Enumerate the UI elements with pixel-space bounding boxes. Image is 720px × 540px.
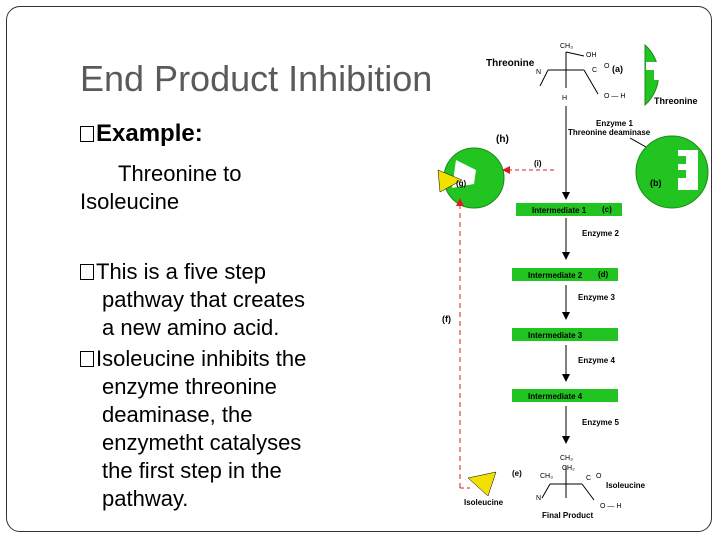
final-product-label: Final Product (542, 511, 593, 520)
bullet-inhibits: Isoleucine inhibits the enzyme threonine… (80, 345, 370, 513)
label-d: (d) (598, 270, 609, 279)
threonine-enzyme-label: Threonine (654, 96, 698, 106)
intermediate4-box (512, 389, 618, 402)
label-h: (h) (496, 134, 509, 145)
bullet3-line-4: enzymetht catalyses (102, 430, 302, 455)
svg-text:O: O (596, 473, 602, 480)
bullet-box-icon (80, 126, 94, 142)
svg-text:OH: OH (586, 52, 597, 59)
label-e: (e) (512, 469, 522, 478)
enzyme4-label: Enzyme 4 (578, 356, 615, 365)
label-b: (b) (650, 178, 662, 188)
bullet-five-step: This is a five step pathway that creates… (80, 258, 370, 342)
svg-text:N: N (536, 69, 541, 76)
isoleucine-structure (541, 466, 595, 501)
slide-title: End Product Inhibition (80, 58, 433, 99)
bullet-example: Example: (80, 120, 203, 148)
svg-text:C: C (592, 67, 597, 74)
example-label: Example: (96, 120, 203, 147)
intermediate1-box (516, 203, 622, 216)
example-text: Threonine to Isoleucine (80, 160, 280, 216)
svg-text:O: O (604, 63, 610, 70)
bullet2-line-1: This is a five step (96, 259, 266, 284)
label-f: (f) (442, 314, 451, 324)
svg-text:CH₃: CH₃ (540, 473, 553, 480)
intermediate1-label: Intermediate 1 (532, 206, 587, 215)
bullet-box-icon (80, 264, 94, 280)
bullet3-line-2: enzyme threonine (102, 374, 277, 399)
bullet2-line-3: a new amino acid. (102, 315, 280, 340)
threonine-structure (539, 51, 599, 95)
intermediate3-label: Intermediate 3 (528, 331, 583, 340)
bullet3-line-5: the first step in the (102, 458, 282, 483)
slide-frame (6, 6, 712, 532)
svg-text:CH₃: CH₃ (560, 455, 573, 462)
enzyme5-label: Enzyme 5 (582, 418, 619, 427)
label-g: (g) (456, 179, 467, 188)
example-line-1: Threonine to (118, 161, 242, 186)
isoleucine-inhibitor-shape (467, 471, 497, 497)
svg-text:CH₂: CH₂ (562, 465, 575, 472)
intermediate2-box (512, 268, 618, 281)
label-a: (a) (612, 64, 623, 74)
enzyme1-label: Enzyme 1 (596, 119, 633, 128)
bullet-box-icon (80, 351, 94, 367)
threonine-top-label: Threonine (486, 58, 535, 69)
enzyme2-label: Enzyme 2 (582, 229, 619, 238)
intermediate4-label: Intermediate 4 (528, 392, 583, 401)
bullet3-line-3: deaminase, the (102, 402, 253, 427)
svg-text:O — H: O — H (604, 93, 625, 100)
example-line-2: Isoleucine (80, 189, 180, 214)
svg-text:N: N (536, 495, 541, 502)
label-i: (i) (534, 159, 542, 168)
svg-text:H: H (562, 95, 567, 102)
enzyme1-name: Threonine deaminase (568, 128, 651, 137)
isoleucine-left-label: Isoleucine (464, 498, 504, 507)
enzyme-b-shape (635, 135, 709, 209)
isoleucine-right-label: Isoleucine (606, 481, 646, 490)
enzyme3-label: Enzyme 3 (578, 293, 615, 302)
bullet2-line-2: pathway that creates (102, 287, 306, 312)
bullet3-line-1: Isoleucine inhibits the (96, 346, 307, 371)
label-c: (c) (602, 205, 612, 214)
intermediate2-label: Intermediate 2 (528, 271, 583, 280)
svg-text:C: C (586, 475, 591, 482)
svg-text:O — H: O — H (600, 503, 621, 510)
svg-text:CH₃: CH₃ (560, 43, 573, 50)
enzyme-g-shape (437, 147, 505, 209)
intermediate3-box (512, 328, 618, 341)
threonine-atoms: CH₃ OH N H CO O — H (536, 43, 625, 102)
bullet3-line-6: pathway. (102, 486, 189, 511)
